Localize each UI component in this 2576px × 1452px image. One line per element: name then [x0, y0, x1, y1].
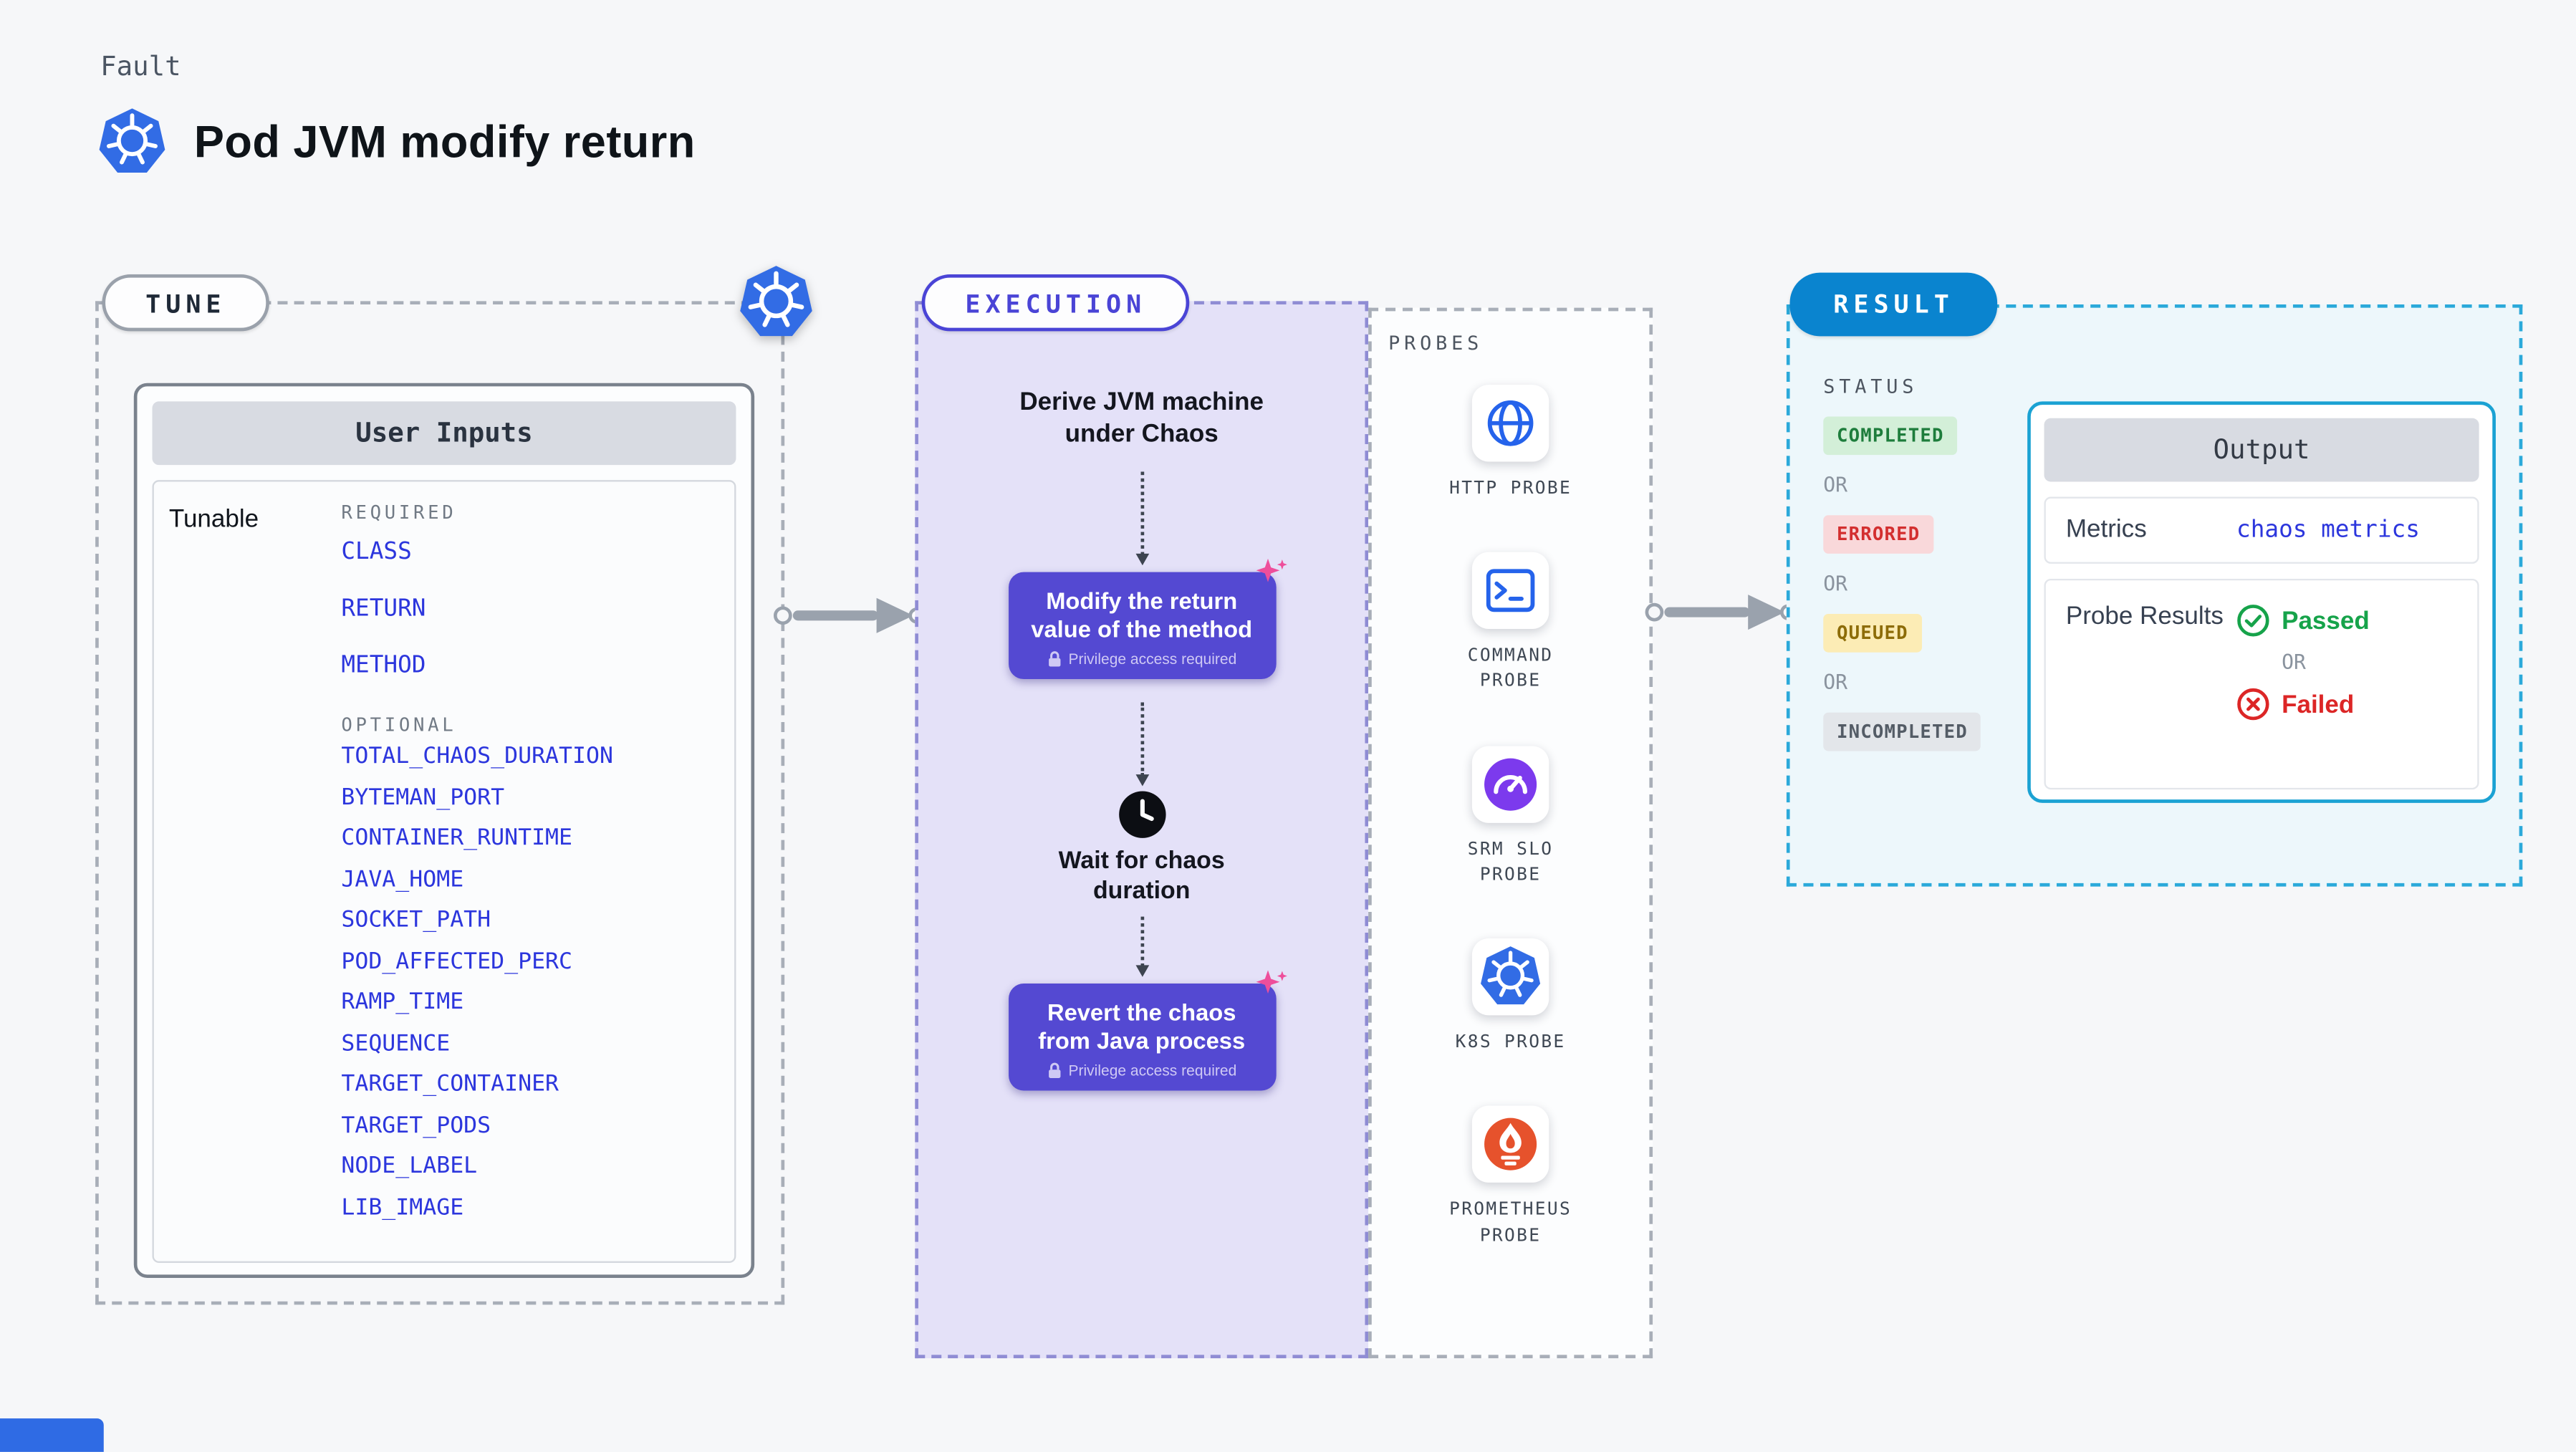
x-circle-icon	[2237, 688, 2269, 721]
privilege-note: Privilege access required	[1068, 650, 1237, 668]
fault-kicker: Fault	[100, 50, 181, 82]
tune-input-target-container: TARGET_CONTAINER	[341, 1071, 559, 1098]
tune-input-method: METHOD	[341, 652, 426, 680]
metrics-label: Metrics	[2065, 515, 2147, 544]
probes-panel: PROBES HTTP PROBE COMMAND PROBE	[1368, 307, 1653, 1359]
tunable-label: Tunable	[168, 505, 259, 534]
kubernetes-icon	[1471, 938, 1549, 1016]
cropped-bottom-left-element	[0, 1418, 104, 1452]
failed-line: Failed	[2236, 688, 2370, 721]
dotted-arrow-down-icon	[1135, 702, 1149, 787]
passed-label: Passed	[2282, 606, 2370, 635]
status-column: STATUS COMPLETED OR ERRORED OR QUEUED OR…	[1823, 375, 1981, 751]
lock-icon	[1048, 651, 1060, 667]
or-separator: OR	[1823, 572, 1848, 596]
check-circle-icon	[2237, 605, 2269, 637]
tune-input-class: CLASS	[341, 538, 412, 566]
probe-results-label: Probe Results	[2065, 602, 2224, 631]
tune-input-byteman-port: BYTEMAN_PORT	[341, 784, 505, 811]
execution-section: EXECUTION Derive JVM machine under Chaos…	[915, 274, 1369, 1359]
metrics-row: Metrics chaos metrics	[2044, 496, 2479, 564]
inputs-column: REQUIRED CLASS RETURN METHOD OPTIONAL TO…	[341, 489, 762, 1228]
tune-input-pod-affected-perc: POD_AFFECTED_PERC	[341, 948, 573, 975]
tune-input-container-runtime: CONTAINER_RUNTIME	[341, 824, 573, 852]
kubernetes-icon	[97, 107, 167, 177]
privilege-badge: Privilege access required	[1022, 1062, 1262, 1080]
prometheus-icon	[1471, 1106, 1549, 1183]
status-badge-errored: ERRORED	[1823, 515, 1934, 554]
probe-item-prometheus: PROMETHEUS PROBE	[1437, 1106, 1584, 1249]
terminal-icon	[1471, 552, 1549, 630]
tune-input-sequence: SEQUENCE	[341, 1029, 451, 1057]
user-inputs-card: User Inputs Tunable REQUIRED CLASS RETUR…	[133, 383, 755, 1279]
flow-arrow-tune-to-execution	[773, 597, 925, 633]
tune-input-java-home: JAVA_HOME	[341, 865, 464, 893]
tune-input-socket-path: SOCKET_PATH	[341, 907, 491, 934]
probe-name: SRM SLO PROBE	[1467, 839, 1554, 885]
execution-pill: EXECUTION	[921, 274, 1190, 332]
tune-pill: TUNE	[102, 274, 270, 332]
privilege-badge: Privilege access required	[1022, 651, 1262, 668]
or-separator: OR	[1823, 670, 1848, 695]
tune-input-total-chaos-duration: TOTAL_CHAOS_DURATION	[341, 743, 613, 770]
tune-input-lib-image: LIB_IMAGE	[341, 1193, 464, 1221]
tune-input-ramp-time: RAMP_TIME	[341, 989, 464, 1016]
or-separator: OR	[2282, 650, 2306, 675]
metrics-value: chaos metrics	[2236, 516, 2420, 544]
passed-line: Passed	[2236, 604, 2370, 638]
revert-chaos-label: Revert the chaos from Java process	[1038, 999, 1246, 1054]
probe-item-k8s: K8S PROBE	[1437, 938, 1584, 1056]
clock-icon	[1117, 789, 1167, 848]
output-card: Output Metrics chaos metrics Probe Resul…	[2027, 401, 2496, 803]
probe-results-row: Probe Results Passed OR	[2044, 578, 2479, 790]
tune-section: TUNE User Inputs Tunable REQUIRED CLASS …	[95, 301, 784, 1305]
probe-item-command: COMMAND PROBE	[1437, 552, 1584, 696]
failed-label: Failed	[2282, 690, 2355, 718]
kubernetes-icon	[738, 264, 814, 341]
status-badge-completed: COMPLETED	[1823, 416, 1958, 456]
modify-return-label: Modify the return value of the method	[1031, 587, 1253, 643]
result-pill: RESULT	[1789, 272, 1998, 337]
probe-item-srm-slo: SRM SLO PROBE	[1437, 745, 1584, 889]
dotted-arrow-down-icon	[1135, 916, 1149, 977]
gauge-icon	[1471, 745, 1549, 823]
output-title: Output	[2044, 418, 2479, 482]
or-separator: OR	[1823, 473, 1848, 497]
dotted-arrow-down-icon	[1135, 471, 1149, 566]
status-badge-queued: QUEUED	[1823, 613, 1922, 653]
optional-section-label: OPTIONAL	[341, 714, 457, 736]
user-inputs-body: Tunable REQUIRED CLASS RETURN METHOD OPT…	[152, 480, 736, 1264]
probe-item-http: HTTP PROBE	[1437, 385, 1584, 502]
probes-list: HTTP PROBE COMMAND PROBE	[1372, 385, 1650, 1249]
revert-chaos-step: Revert the chaos from Java process Privi…	[1007, 970, 1287, 1091]
probe-name: HTTP PROBE	[1449, 478, 1572, 499]
required-section-label: REQUIRED	[341, 501, 457, 524]
globe-icon	[1471, 385, 1549, 462]
probes-label: PROBES	[1388, 331, 1484, 355]
user-inputs-title: User Inputs	[152, 401, 736, 466]
derive-step-text: Derive JVM machine under Chaos	[1019, 388, 1264, 448]
lock-icon	[1048, 1063, 1060, 1079]
tune-input-target-pods: TARGET_PODS	[341, 1112, 491, 1139]
modify-return-step: Modify the return value of the method Pr…	[1007, 558, 1287, 680]
chaos-spark-icon	[1255, 558, 1287, 582]
chaos-spark-icon	[1255, 970, 1287, 994]
probe-name: K8S PROBE	[1455, 1032, 1566, 1052]
wait-step-text: Wait for chaos duration	[1058, 847, 1225, 905]
privilege-note: Privilege access required	[1068, 1062, 1237, 1080]
page-title: Pod JVM modify return	[193, 117, 696, 168]
tune-input-node-label: NODE_LABEL	[341, 1153, 478, 1180]
status-label: STATUS	[1823, 375, 1918, 398]
result-section: RESULT STATUS COMPLETED OR ERRORED OR QU…	[1786, 272, 2523, 887]
probe-name: PROMETHEUS PROBE	[1449, 1199, 1572, 1246]
flow-arrow-execution-to-result	[1645, 595, 1797, 630]
tune-input-return: RETURN	[341, 595, 426, 622]
probe-name: COMMAND PROBE	[1467, 645, 1554, 692]
status-badge-incompleted: INCOMPLETED	[1823, 712, 1981, 751]
probe-results-values: Passed OR Failed	[2236, 600, 2370, 721]
